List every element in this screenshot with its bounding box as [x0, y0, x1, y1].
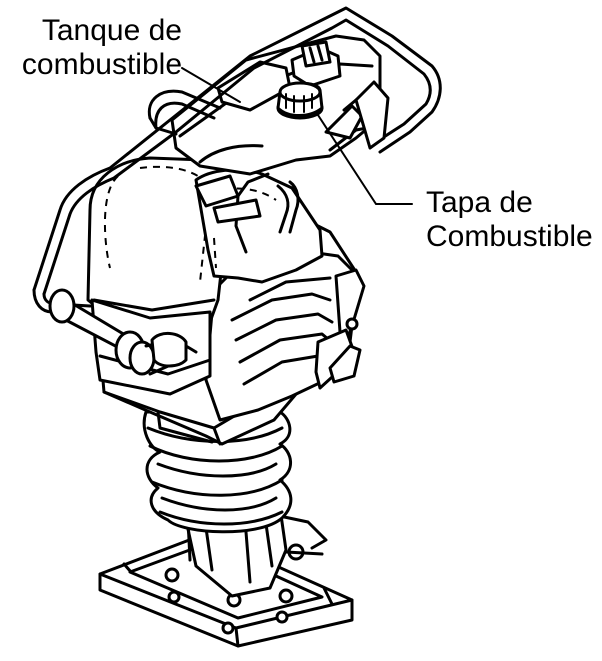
handle-bumper: [48, 288, 198, 376]
fuel-cap: [276, 81, 324, 120]
label-fuel-cap: Tapa de Combustible: [426, 186, 593, 254]
handle-bracket-right: [328, 80, 390, 384]
label-fuel-cap-line-1: Tapa de: [426, 186, 533, 219]
leader-line-fuel-cap: [315, 111, 413, 205]
motor-housing: [194, 168, 324, 284]
leader-line-fuel-tank: [181, 67, 241, 103]
handle-frame: [32, 6, 442, 318]
label-fuel-tank: Tanque de combustible: [22, 14, 182, 82]
label-fuel-tank-line-2: combustible: [21, 48, 182, 81]
leader-lines: [181, 67, 413, 205]
label-fuel-cap-line-2: Combustible: [426, 220, 593, 253]
label-fuel-tank-line-1: Tanque de: [41, 14, 182, 47]
